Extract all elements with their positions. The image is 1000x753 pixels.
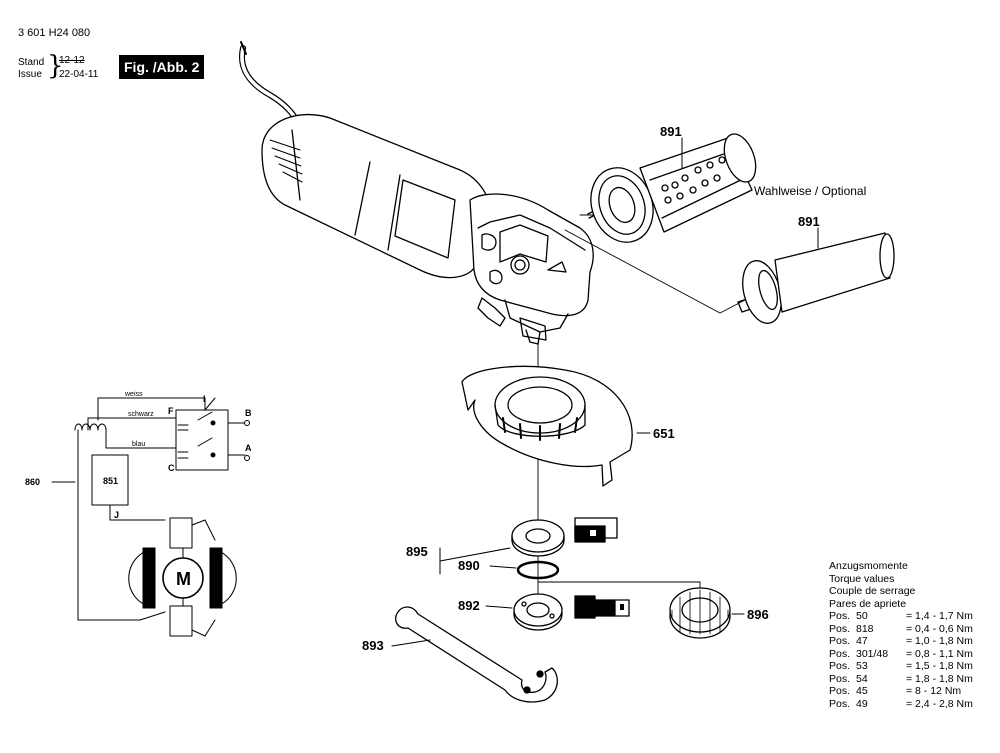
torque-row: Pos.54= 1,8 - 1,8 Nm <box>829 672 973 685</box>
issue-label: Issue <box>18 69 42 80</box>
callout-892: 892 <box>458 598 480 613</box>
flange-detail-895 <box>574 517 618 543</box>
wheel-guard <box>461 365 633 487</box>
clamping-nut <box>513 593 563 631</box>
side-handle-optional <box>737 232 895 324</box>
terminal-B: B <box>245 408 252 418</box>
issue-date: 22-04-11 <box>59 69 99 80</box>
callout-893: 893 <box>362 638 384 653</box>
torque-row: Pos.47= 1,0 - 1,8 Nm <box>829 635 973 647</box>
terminal-A: A <box>245 443 252 453</box>
torque-heading-en: Torque values <box>829 572 895 585</box>
torque-heading-es: Pares de apriete <box>829 597 907 610</box>
torque-row: Pos.53= 1,5 - 1,8 Nm <box>829 660 973 672</box>
torque-row: Pos.45= 8 - 12 Nm <box>829 685 962 697</box>
torque-heading-fr: Couple de serrage <box>829 585 916 597</box>
terminal-F: F <box>168 406 174 416</box>
terminal-C: C <box>168 463 175 473</box>
optional-label: Wahlweise / Optional <box>754 184 867 198</box>
callout-895: 895 <box>406 544 428 559</box>
torque-heading-de: Anzugsmomente <box>829 560 908 572</box>
callout-leader-893 <box>391 639 431 647</box>
brace: } <box>47 51 64 81</box>
angle-grinder-body <box>261 113 594 345</box>
torque-row: Pos.49= 2,4 - 2,8 Nm <box>829 697 973 710</box>
torque-row: Pos.818= 0,4 - 0,6 Nm <box>829 622 973 635</box>
wire-label-schwarz: schwarz <box>128 411 154 418</box>
part-860: 860 <box>25 477 40 487</box>
terminal-J: J <box>114 510 119 520</box>
callout-leader-892 <box>485 605 513 609</box>
side-handle-knurled <box>587 133 757 243</box>
power-cord <box>238 41 303 128</box>
torque-row: Pos.301/48= 0,8 - 1,1 Nm <box>829 647 973 660</box>
terminal-I: I <box>203 394 206 404</box>
callout-leader-895 <box>439 547 511 575</box>
wire-label-blau: blau <box>132 441 145 448</box>
callout-891-optional-handle: 891 <box>798 214 820 229</box>
quick-clamping-nut <box>669 587 731 639</box>
callout-651: 651 <box>653 426 675 441</box>
document-number: 3 601 H24 080 <box>18 27 91 39</box>
stand-date: 12-12 <box>59 55 85 66</box>
wiring-schematic <box>51 397 250 637</box>
part-851: 851 <box>103 476 118 486</box>
callout-890: 890 <box>458 558 480 573</box>
torque-values-table: Anzugsmomente Torque values Couple de se… <box>829 560 973 710</box>
callout-896: 896 <box>747 607 769 622</box>
motor-symbol: M <box>176 569 191 589</box>
mounting-flange <box>511 519 565 557</box>
stand-label: Stand <box>18 57 45 68</box>
face-spanner <box>394 606 558 703</box>
torque-row: Pos.50= 1,4 - 1,7 Nm <box>829 610 973 622</box>
figure-label: Fig. /Abb. 2 <box>119 55 205 79</box>
callout-leader-890 <box>489 565 517 569</box>
nut-detail-892 <box>574 595 630 619</box>
o-ring <box>516 560 560 580</box>
wire-label-weiss: weiss <box>124 391 143 398</box>
callout-891-handle: 891 <box>660 124 682 139</box>
